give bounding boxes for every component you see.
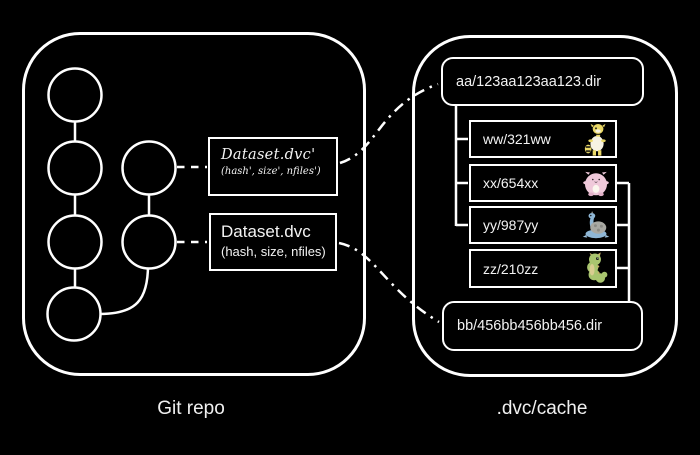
cache-dir-entry-bb-label: bb/456bb456bb456.dir [457,318,603,334]
dataset-dvc-box: Dataset.dvc (hash, size, nfiles) [209,213,337,271]
lapras-sprite [582,210,610,238]
branch-commit-node-2 [121,214,177,270]
ampharos-sprite [584,123,606,156]
dvc-cache-panel [412,35,678,377]
git-graph-edges [73,121,151,316]
branch-merge-curve [99,264,150,316]
git-repo-label: Git repo [157,398,225,419]
git-repo-panel [22,32,366,376]
dataset-dvc-subtitle: (hash, size, nfiles) [221,244,326,259]
cache-file-entry-zz-label: zz/210zz [483,260,539,277]
dataset-dvc-prev-box: Dataset.dvc' (hash', size', nfiles') [208,137,338,196]
cache-file-entry-xx-label: xx/654xx [483,175,539,191]
branch-commit-node-1 [121,140,177,196]
cache-file-entry-yy: yy/987yy [469,206,617,244]
dataset-dvc-prev-title: Dataset.dvc' [221,147,316,163]
commit-node-2 [47,140,103,196]
dvc-cache-label: .dvc/cache [496,398,588,419]
dashdot-link-bottom [338,241,440,324]
cache-file-entry-ww-label: ww/321ww [483,131,551,147]
cache-dir-entry-aa-label: aa/123aa123aa123.dir [456,73,602,90]
cache-dir-entry-aa: aa/123aa123aa123.dir [441,57,644,106]
dataset-dvc-title: Dataset.dvc [221,222,311,241]
cache-dir-entry-bb: bb/456bb456bb456.dir [442,301,643,351]
dataset-dvc-prev-subtitle: (hash', size', nfiles') [221,166,321,177]
chansey-sprite [583,171,609,196]
cache-file-entry-yy-label: yy/987yy [483,217,539,233]
cache-tree-edges [454,105,631,302]
cache-file-entry-zz: zz/210zz [469,249,617,288]
commit-node-3 [47,214,103,270]
cache-file-entry-xx: xx/654xx [469,164,617,202]
commit-to-box-links [177,165,207,244]
caterpie-sprite [587,252,608,283]
cache-file-entry-ww: ww/321ww [469,120,617,158]
